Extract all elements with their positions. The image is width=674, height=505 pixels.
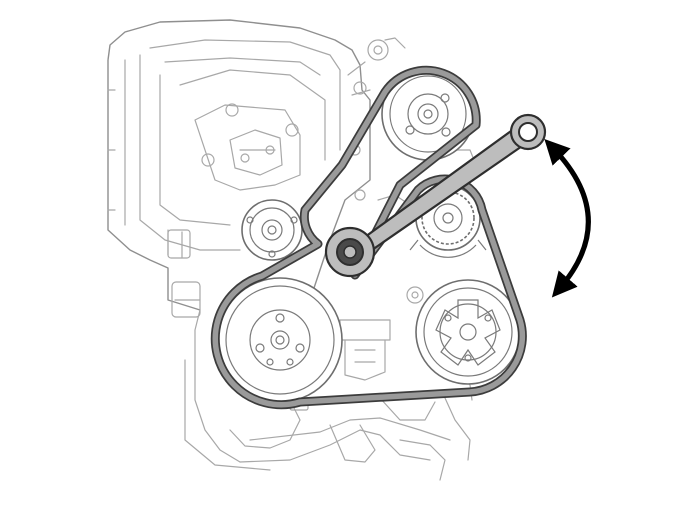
- serpentine-belt: [210, 65, 527, 410]
- alternator-pulley: [241, 199, 303, 261]
- ac-compressor-pulley: [415, 279, 521, 385]
- double-headed-curved-arrow: [544, 138, 591, 298]
- ring-spanner: [324, 113, 547, 278]
